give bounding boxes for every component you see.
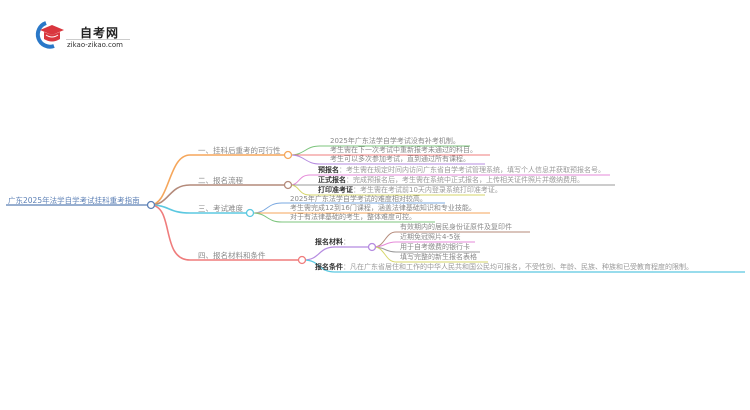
branch-4-label[interactable]: 四、报名材料和条件 [198,251,266,260]
branch-2-label[interactable]: 二、报名流程 [198,176,243,185]
leaf-1-3[interactable]: 考生可以多次参加考试，直到通过所有课程。 [330,155,470,163]
leaf-2-1[interactable]: 预报名：考生需在规定时间内访问广东省自学考试管理系统，填写个人信息并获取预报名号… [318,166,605,175]
leaf-1-1[interactable]: 2025年广东法学自学考试没有补考机制。 [330,137,460,145]
leaf-3-3[interactable]: 对于有法律基础的考生，整体难度可控。 [290,213,416,221]
leaf-4-2-text: ：凡在广东省居住和工作的中华人民共和国公民均可报名，不受性别、年龄、民族、种族和… [343,263,693,271]
leaf-4-2[interactable]: 报名条件：凡在广东省居住和工作的中华人民共和国公民均可报名，不受性别、年龄、民族… [315,263,693,272]
leaf-2-2[interactable]: 正式报名：完成预报名后，考生需在系统中正式报名，上传相关证件照片并缴纳费用。 [318,176,584,185]
leaf-2-2-key: 正式报名 [318,176,346,184]
leaf-2-1-key: 预报名 [318,166,339,174]
logo-title: 自考网 [80,26,120,40]
leaf-4-1-4[interactable]: 填写完整的新生报名表格 [400,253,477,261]
branch-1-label[interactable]: 一、挂科后重考的可行性 [198,146,281,155]
leaf-4-1-2[interactable]: 近期免冠照片4-5张 [400,233,461,241]
leaf-2-2-text: ：完成预报名后，考生需在系统中正式报名，上传相关证件照片并缴纳费用。 [346,176,584,184]
leaf-4-1-3[interactable]: 用于自考缴费的银行卡 [400,243,470,251]
leaf-4-1[interactable]: 报名材料： [315,238,350,247]
leaf-4-1-1[interactable]: 有效期内的居民身份证原件及复印件 [400,223,512,231]
leaf-2-3-text: ：考生需在考试前10天内登录系统打印准考证。 [353,186,502,194]
logo-subtitle: zikao-zikao.com [67,41,123,49]
logo-divider [66,39,130,40]
leaf-4-1-text: ： [343,238,350,246]
leaf-4-1-key: 报名材料 [315,238,343,246]
leaf-3-2[interactable]: 考生需完成12到16门课程，涵盖法律基础知识和专业技能。 [290,204,476,212]
leaf-2-3[interactable]: 打印准考证：考生需在考试前10天内登录系统打印准考证。 [318,186,502,195]
leaf-4-2-key: 报名条件 [315,263,343,271]
branch-3-label[interactable]: 三、考试难度 [198,204,243,213]
leaf-2-3-key: 打印准考证 [318,186,353,194]
leaf-1-2[interactable]: 考生需在下一次考试中重新报考未通过的科目。 [330,146,477,154]
mindmap-root[interactable]: 广东2025年法学自学考试挂科重考指南 [8,196,140,205]
site-logo[interactable] [30,18,140,58]
leaf-3-1[interactable]: 2025年广东法学自学考试的难度相对较高。 [290,195,427,203]
leaf-2-1-text: ：考生需在规定时间内访问广东省自学考试管理系统，填写个人信息并获取预报名号。 [339,166,605,174]
graduation-cap-icon [35,21,64,49]
